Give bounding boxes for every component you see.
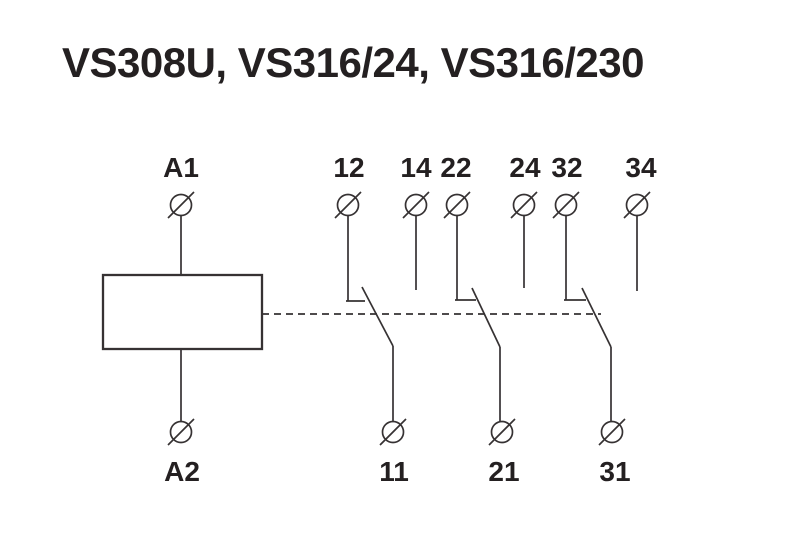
terminal-32-circle bbox=[554, 193, 578, 217]
terminal-34-circle bbox=[625, 193, 649, 217]
terminal-31-circle bbox=[600, 420, 624, 444]
terminal-14-circle bbox=[404, 193, 428, 217]
terminal-label-34: 34 bbox=[625, 152, 657, 183]
terminal-12-slash bbox=[334, 191, 362, 219]
terminal-a2-slash bbox=[167, 418, 195, 446]
terminal-label-12: 12 bbox=[333, 152, 365, 183]
terminal-a1-circle bbox=[169, 193, 193, 217]
changeover-contact-1 bbox=[346, 215, 417, 422]
terminal-14-icon bbox=[402, 191, 430, 219]
contact-1-lever bbox=[361, 286, 394, 347]
terminal-label-a1: A1 bbox=[163, 152, 199, 183]
terminal-a1-icon bbox=[167, 191, 195, 219]
terminal-label-11: 11 bbox=[379, 456, 409, 487]
terminal-label-a2: A2 bbox=[164, 456, 200, 487]
terminal-22-slash bbox=[443, 191, 471, 219]
terminal-21-icon bbox=[488, 418, 516, 446]
terminal-11-slash bbox=[379, 418, 407, 446]
terminal-21-slash bbox=[488, 418, 516, 446]
relay-coil-circuit bbox=[101, 215, 264, 422]
terminal-a2-circle bbox=[169, 420, 193, 444]
terminal-label-32: 32 bbox=[551, 152, 583, 183]
terminal-label-21: 21 bbox=[488, 456, 520, 487]
terminal-a1-slash bbox=[167, 191, 195, 219]
terminal-21-circle bbox=[490, 420, 514, 444]
terminal-label-14: 14 bbox=[400, 152, 432, 183]
terminal-32-slash bbox=[552, 191, 580, 219]
terminal-12-icon bbox=[334, 191, 362, 219]
contact-2-lever bbox=[471, 287, 501, 348]
terminal-label-24: 24 bbox=[509, 152, 541, 183]
changeover-contact-3 bbox=[564, 215, 638, 422]
terminal-32-icon bbox=[552, 191, 580, 219]
changeover-contact-2 bbox=[455, 215, 525, 422]
terminal-label-31: 31 bbox=[599, 456, 631, 487]
terminal-11-circle bbox=[381, 420, 405, 444]
terminal-34-slash bbox=[623, 191, 651, 219]
contact-3-lever bbox=[581, 287, 612, 348]
terminal-31-icon bbox=[598, 418, 626, 446]
terminal-24-circle bbox=[512, 193, 536, 217]
terminal-11-icon bbox=[379, 418, 407, 446]
terminal-22-icon bbox=[443, 191, 471, 219]
diagram-title: VS308U, VS316/24, VS316/230 bbox=[62, 39, 644, 86]
terminal-34-icon bbox=[623, 191, 651, 219]
relay-coil-box bbox=[101, 273, 264, 351]
terminal-31-slash bbox=[598, 418, 626, 446]
terminal-14-slash bbox=[402, 191, 430, 219]
terminal-24-icon bbox=[510, 191, 538, 219]
terminal-a2-icon bbox=[167, 418, 195, 446]
terminal-12-circle bbox=[336, 193, 360, 217]
terminal-22-circle bbox=[445, 193, 469, 217]
terminal-label-22: 22 bbox=[440, 152, 472, 183]
terminal-24-slash bbox=[510, 191, 538, 219]
